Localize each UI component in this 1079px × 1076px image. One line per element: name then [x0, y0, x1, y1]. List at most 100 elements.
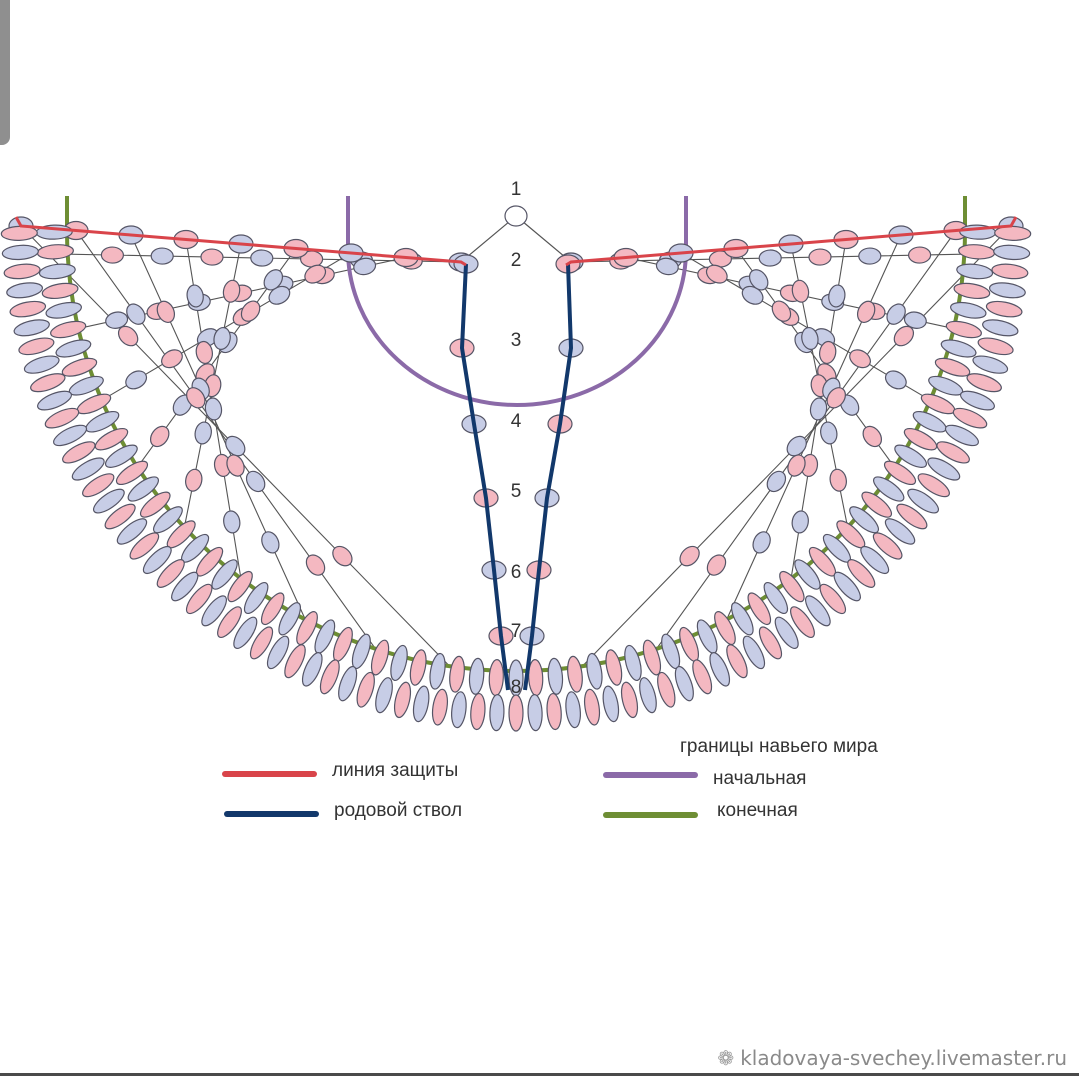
watermark: ❁ kladovaya-svechey.livemaster.ru: [717, 1046, 1067, 1070]
fringe-bead: [431, 688, 449, 726]
fringe-bead: [917, 473, 950, 498]
generation-label-3: 3: [511, 330, 522, 351]
fringe-bead: [940, 339, 977, 358]
fringe-bead: [409, 649, 427, 686]
fringe-bead: [903, 427, 938, 451]
fringe-bead: [952, 407, 988, 429]
branch-bead: [245, 470, 266, 493]
legend-line-final: [603, 812, 698, 818]
fringe-bead: [45, 301, 83, 319]
branch-bead: [105, 311, 129, 329]
fringe-bead: [639, 677, 657, 714]
branch-bead: [893, 325, 915, 347]
fringe-bead: [116, 518, 148, 545]
fringe-bead: [139, 491, 171, 518]
fringe-bead: [849, 506, 880, 534]
fringe-bead: [243, 582, 269, 615]
fringe-bead: [284, 644, 306, 679]
branch-bead: [808, 248, 832, 266]
initial-boundary-arc: [346, 196, 688, 407]
fringe-bead: [30, 373, 66, 393]
branch-bead: [353, 257, 377, 276]
fringe-bead: [23, 355, 60, 374]
fringe-bead: [13, 319, 50, 337]
fringe-bead: [991, 263, 1029, 280]
branch-bead: [828, 284, 846, 308]
branch-bead: [758, 249, 782, 267]
fringe-bead: [129, 532, 160, 560]
fringe-bead: [884, 518, 916, 545]
branch-bead: [801, 326, 819, 350]
beads-layer: [0, 205, 1032, 732]
thread-top: [515, 215, 572, 263]
fringe-bead: [71, 457, 105, 481]
branch-bead: [213, 326, 231, 350]
branch-bead: [748, 269, 769, 291]
generation-label-5: 5: [511, 481, 522, 502]
fringe-bead: [37, 390, 73, 411]
fringe-bead: [977, 337, 1014, 356]
fringe-bead: [944, 424, 979, 447]
branch-bead: [791, 279, 810, 303]
fringe-bead: [860, 545, 890, 575]
fringe-bead: [714, 611, 736, 646]
branch-bead: [826, 387, 846, 409]
fringe-bead: [774, 616, 799, 649]
branch-bead: [149, 425, 170, 448]
fringe-bead: [50, 320, 87, 339]
fringe-bead: [692, 659, 713, 695]
fringe-bead: [779, 570, 805, 603]
branch-bead: [862, 425, 883, 448]
branch-bead: [204, 397, 223, 421]
legend-label-initial: начальная: [713, 768, 807, 789]
branch-bead: [791, 510, 809, 534]
fringe-bead: [390, 644, 408, 682]
fringe-bead: [55, 339, 92, 358]
protection-line-right: [565, 216, 1018, 267]
fringe-bead: [953, 282, 991, 300]
fringe-bead: [61, 357, 98, 377]
fringe-bead: [966, 373, 1002, 393]
branch-bead: [809, 397, 828, 421]
fringe-bead: [847, 559, 876, 588]
branch-bead: [161, 349, 183, 369]
branch-bead: [125, 370, 148, 390]
generation-label-8: 8: [511, 677, 522, 698]
protection-line-left: [14, 216, 467, 267]
legend-heading-boundaries: границы навьего мира: [680, 736, 878, 757]
fringe-bead: [393, 681, 412, 719]
branch-bead: [829, 468, 847, 492]
branch-bead: [126, 303, 146, 325]
threads-layer: [20, 215, 1012, 667]
fringe-bead: [586, 652, 603, 690]
fringe-bead: [201, 595, 227, 627]
branch-bead: [263, 269, 284, 291]
branch-bead: [819, 340, 837, 365]
branch-bead: [332, 545, 353, 567]
fringe-bead: [217, 606, 242, 638]
thread-branch: [656, 229, 957, 650]
branch-bead: [679, 545, 700, 567]
fringe-bead: [338, 665, 358, 702]
fringe-bead: [642, 639, 662, 676]
fringe-bead: [546, 692, 562, 731]
branch-bead: [194, 421, 212, 445]
branch-bead: [705, 264, 728, 284]
fringe-bead: [227, 570, 253, 603]
branch-bead: [706, 554, 727, 576]
generation-label-2: 2: [511, 250, 522, 271]
branch-bead: [261, 531, 280, 554]
fringe-bead: [152, 506, 183, 534]
branch-bead: [150, 247, 174, 265]
top-bead: [504, 205, 528, 227]
fringe-bead: [53, 424, 88, 447]
fringe-bead: [907, 488, 940, 514]
fringe-bead: [451, 691, 467, 729]
fringe-bead: [115, 460, 149, 486]
fringe-bead: [41, 282, 79, 300]
generation-label-1: 1: [511, 179, 522, 200]
fringe-bead: [142, 545, 172, 575]
fringe-bead: [356, 671, 375, 708]
fringe-bead: [547, 657, 564, 695]
branch-bead: [766, 470, 787, 493]
